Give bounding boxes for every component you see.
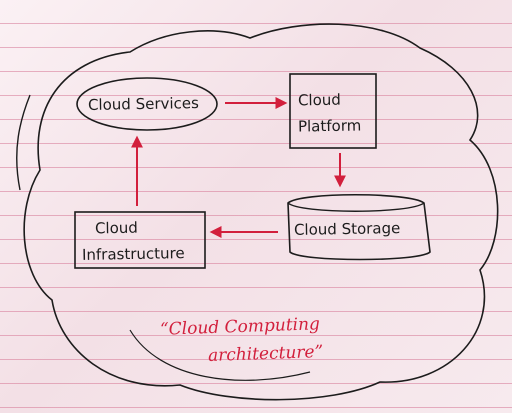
cloud-outline-stray-stroke xyxy=(129,329,311,381)
cloud-services-node-shape xyxy=(76,77,218,131)
cloud-storage-label: Cloud Storage xyxy=(293,219,401,239)
cloud-platform-label-line2: Platform xyxy=(297,116,362,136)
cloud-storage-node-shape xyxy=(287,193,431,261)
cloud-outline xyxy=(23,23,499,401)
cloud-infrastructure-label-line1: Cloud xyxy=(94,218,139,238)
diagram-caption-line2: architecture” xyxy=(207,341,324,367)
cloud-outline-inner-stroke xyxy=(16,94,31,191)
cloud-storage-node-rim xyxy=(287,202,425,212)
cloud-services-label: Cloud Services xyxy=(87,94,200,114)
cloud-infrastructure-node-shape xyxy=(74,211,206,269)
cloud-platform-node-shape xyxy=(289,73,377,149)
cloud-platform-label-line1: Cloud xyxy=(297,90,342,110)
cloud-infrastructure-label-line2: Infrastructure xyxy=(81,244,185,264)
